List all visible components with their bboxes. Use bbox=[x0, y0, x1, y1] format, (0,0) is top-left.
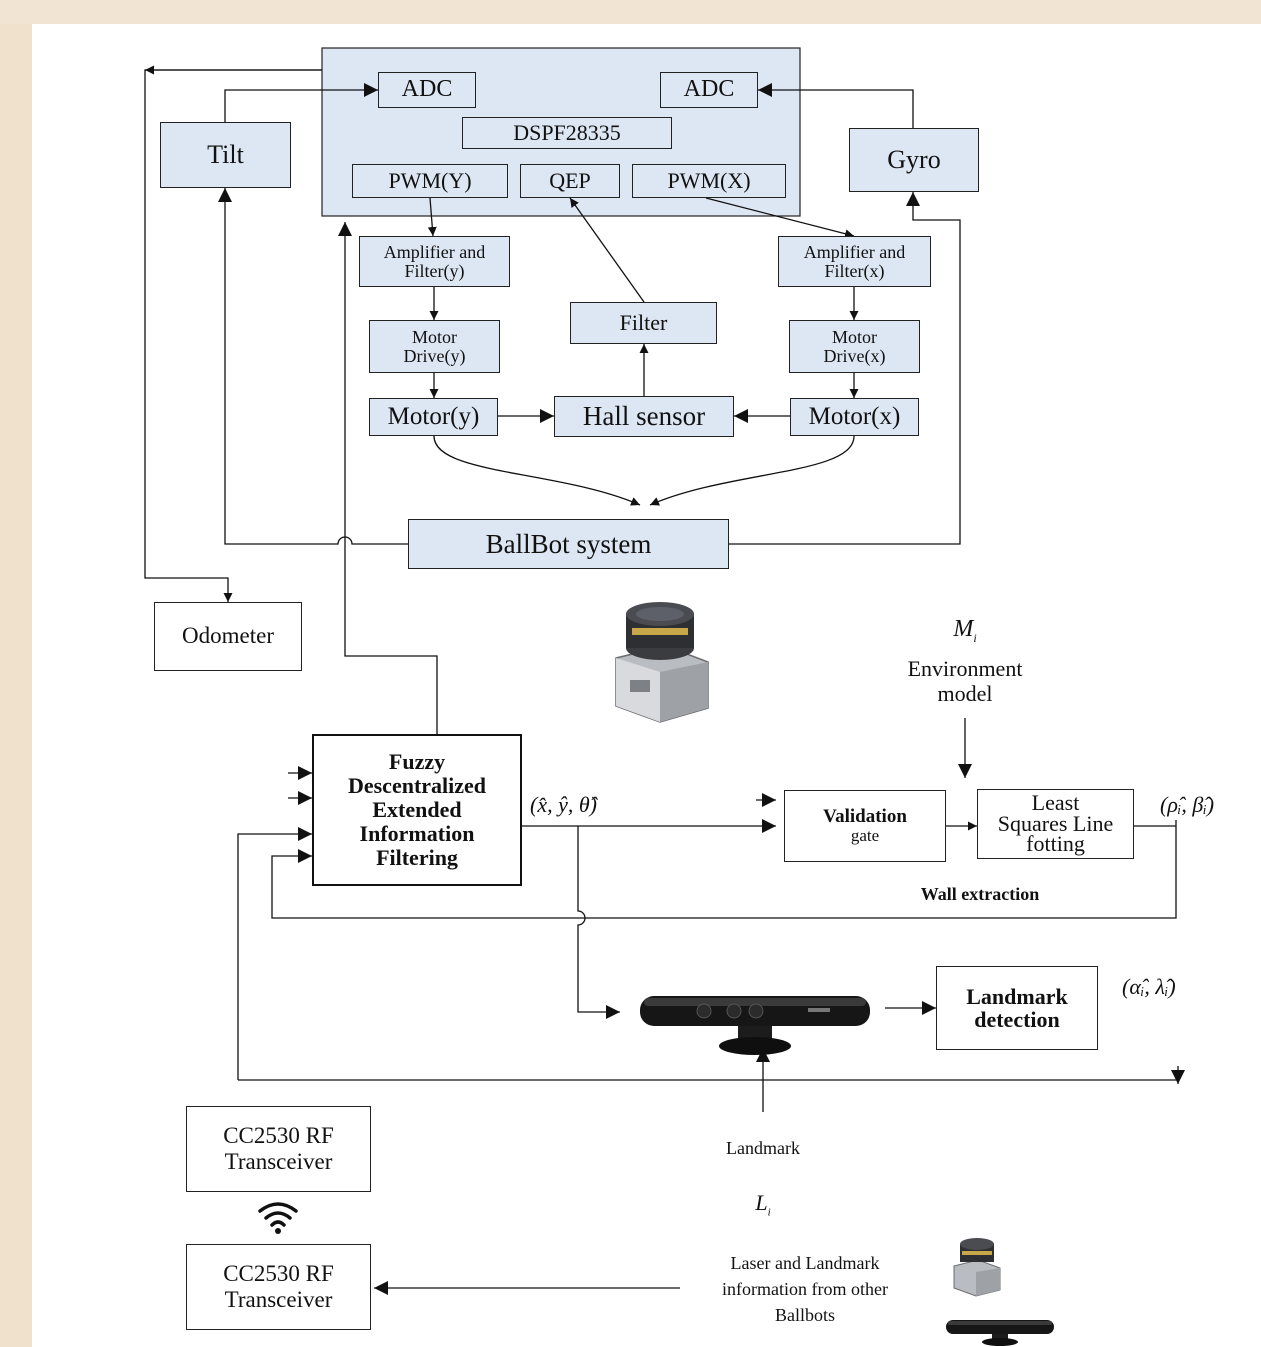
laser-scanner-icon bbox=[615, 602, 709, 723]
small-kinect-sensor-icon bbox=[946, 1320, 1054, 1346]
background-texture-top bbox=[0, 0, 1261, 24]
motor-drive-x-block: Motor Drive(x) bbox=[789, 320, 920, 373]
m-i-text: M bbox=[953, 616, 974, 642]
qep-block: QEP bbox=[520, 164, 620, 198]
odometer-block: Odometer bbox=[154, 602, 302, 671]
adc-left-block: ADC bbox=[378, 72, 476, 108]
motor-x-block: Motor(x) bbox=[790, 398, 919, 436]
ballbot-system-block: BallBot system bbox=[408, 519, 729, 569]
least-squares-block: Least Squares Line fotting bbox=[977, 789, 1134, 859]
m-i-label: Mi bbox=[935, 616, 995, 646]
fuzzy-filtering-block: Fuzzy Descentralized Extended Informatio… bbox=[312, 734, 522, 886]
validation-gate-subtitle: gate bbox=[850, 826, 880, 846]
l-i-label: Li bbox=[733, 1190, 793, 1219]
small-laser-scanner-icon bbox=[953, 1238, 1001, 1297]
tilt-sensor-block: Tilt bbox=[160, 122, 291, 188]
environment-model-label: Environment model bbox=[907, 656, 1023, 707]
background-texture-left bbox=[0, 0, 32, 1347]
landmark-label: Landmark bbox=[726, 1138, 800, 1158]
pwm-y-block: PWM(Y) bbox=[352, 164, 508, 198]
pwm-x-block: PWM(X) bbox=[632, 164, 786, 198]
validation-gate-block: Validation gate bbox=[784, 790, 946, 862]
l-i-text: L bbox=[755, 1190, 768, 1215]
gyro-sensor-block: Gyro bbox=[849, 128, 979, 192]
laser-info-label: Laser and Landmark information from othe… bbox=[722, 1253, 888, 1326]
validation-gate-title: Validation bbox=[823, 806, 907, 828]
alpha-lambda-label: (α̂ᵢ, λ̂ᵢ) bbox=[1122, 974, 1176, 999]
amplifier-filter-y-block: Amplifier and Filter(y) bbox=[359, 236, 510, 287]
dsp-block: DSPF28335 bbox=[462, 117, 672, 149]
rho-beta-label: (ρ̂ᵢ, β̂ᵢ) bbox=[1160, 792, 1215, 817]
motor-y-block: Motor(y) bbox=[369, 398, 498, 436]
m-i-subscript: i bbox=[973, 630, 977, 645]
adc-right-block: ADC bbox=[660, 72, 758, 108]
wall-extraction-label: Wall extraction bbox=[920, 884, 1040, 904]
wifi-icon bbox=[258, 1202, 298, 1234]
rf-transceiver-bottom-block: CC2530 RF Transceiver bbox=[186, 1244, 371, 1330]
landmark-detection-block: Landmark detection bbox=[936, 966, 1098, 1050]
rf-transceiver-top-block: CC2530 RF Transceiver bbox=[186, 1106, 371, 1192]
motor-drive-y-block: Motor Drive(y) bbox=[369, 320, 500, 373]
hall-sensor-block: Hall sensor bbox=[554, 396, 734, 437]
amplifier-filter-x-block: Amplifier and Filter(x) bbox=[778, 236, 931, 287]
pose-estimate-label: (x̂, ŷ, θ̂) bbox=[530, 792, 597, 817]
filter-block: Filter bbox=[570, 302, 717, 344]
l-i-subscript: i bbox=[767, 1206, 771, 1219]
kinect-sensor-icon bbox=[640, 996, 870, 1055]
